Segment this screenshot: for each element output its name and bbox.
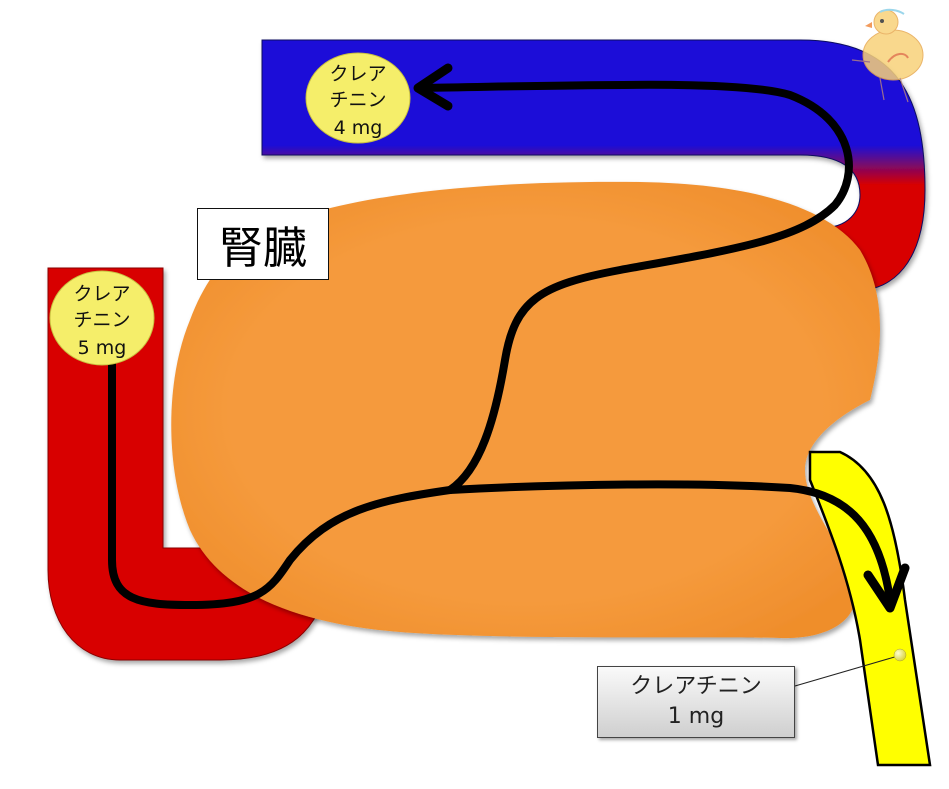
chick-mascot-icon (851, 8, 924, 103)
callout-line2: 1 mg (667, 704, 725, 729)
marker-inflow-5mg: クレア チニン 5 mg (49, 270, 155, 366)
kidney-title-label: 腎臓 (197, 208, 329, 280)
marker-outflow-4mg: クレア チニン 4 mg (305, 52, 411, 144)
marker-inflow-line2: チニン (73, 309, 130, 331)
callout-leader-line (794, 655, 899, 687)
ureter (808, 450, 932, 767)
arrowhead-urine (863, 563, 910, 613)
flow-line-inflow (108, 336, 454, 610)
marker-outflow-line2: チニン (329, 89, 386, 111)
marker-outflow-line3: 4 mg (334, 117, 383, 139)
kidney-shape (171, 181, 880, 639)
flow-line-urine (446, 480, 894, 604)
urine-creatinine-callout: クレアチニン 1 mg (597, 666, 795, 738)
marker-inflow-line1: クレア (73, 283, 130, 305)
urine-sample-dot (893, 648, 907, 662)
flow-line-return (416, 80, 853, 494)
arrowhead-vein (413, 63, 453, 111)
callout-line1: クレアチニン (630, 674, 762, 699)
marker-outflow-line1: クレア (329, 63, 386, 85)
marker-inflow-line3: 5 mg (78, 337, 127, 359)
